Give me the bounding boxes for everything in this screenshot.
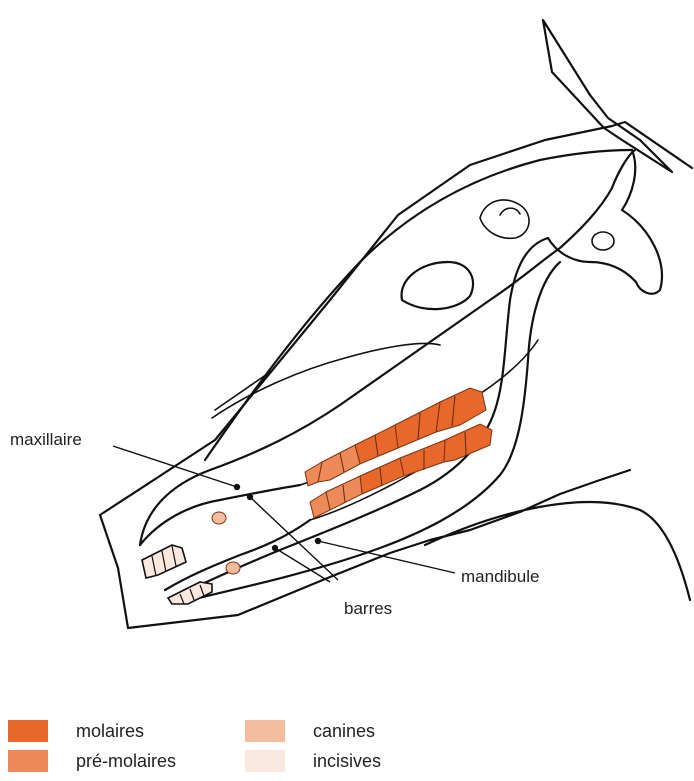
legend: molaires canines pré-molaires incisives bbox=[0, 718, 694, 778]
head-outline-main bbox=[100, 122, 692, 628]
legend-swatch-pre-molaires bbox=[8, 750, 48, 772]
upper-canine bbox=[212, 512, 226, 524]
legend-swatch-molaires bbox=[8, 720, 48, 742]
facial-crest bbox=[212, 343, 440, 418]
legend-label-pre-molaires: pré-molaires bbox=[76, 751, 176, 772]
legend-item-canines: canines bbox=[245, 718, 375, 744]
facial-crest-2 bbox=[215, 372, 270, 410]
maxillaire-label: maxillaire bbox=[10, 430, 82, 449]
foramen bbox=[592, 232, 614, 250]
upper-incisors bbox=[142, 545, 186, 578]
mandibule-label: mandibule bbox=[461, 567, 539, 586]
barres-dot-upper bbox=[247, 494, 253, 500]
condyle bbox=[480, 200, 529, 238]
legend-item-incisives: incisives bbox=[245, 748, 381, 774]
condyle-inner bbox=[500, 208, 520, 215]
occipital bbox=[548, 150, 662, 294]
mandible-ramus bbox=[185, 238, 548, 592]
legend-label-incisives: incisives bbox=[313, 751, 381, 772]
head-outline bbox=[543, 20, 672, 172]
lower-muzzle bbox=[165, 520, 310, 590]
legend-label-canines: canines bbox=[313, 721, 375, 742]
legend-swatch-canines bbox=[245, 720, 285, 742]
legend-swatch-incisives bbox=[245, 750, 285, 772]
barres-label: barres bbox=[344, 599, 392, 618]
legend-item-molaires: molaires bbox=[8, 718, 144, 744]
legend-item-pre-molaires: pré-molaires bbox=[8, 748, 176, 774]
lower-canine bbox=[226, 562, 240, 574]
maxillaire-dot bbox=[234, 484, 240, 490]
barres-dot-lower bbox=[272, 545, 278, 551]
orbit bbox=[402, 262, 474, 309]
mandibule-dot bbox=[315, 538, 321, 544]
mandible-lower bbox=[190, 262, 560, 600]
legend-label-molaires: molaires bbox=[76, 721, 144, 742]
